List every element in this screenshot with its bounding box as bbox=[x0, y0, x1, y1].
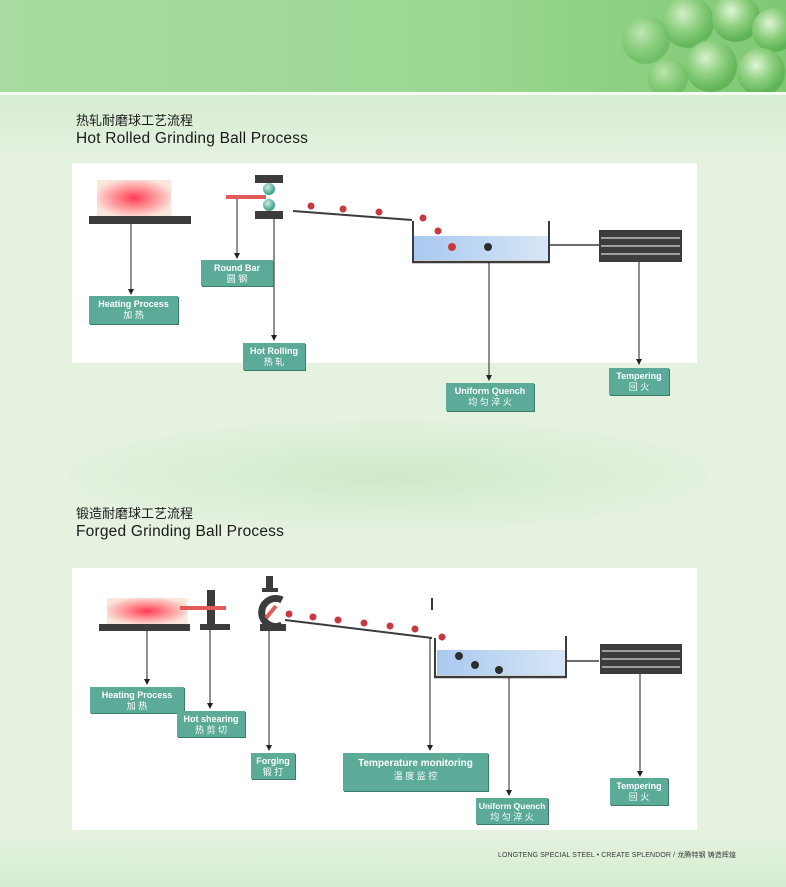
label-hot-rolling: Hot Rolling 热 轧 bbox=[243, 343, 305, 370]
section-title-forged: 锻造耐磨球工艺流程 Forged Grinding Ball Process bbox=[76, 506, 284, 541]
label-zh: 热 轧 bbox=[263, 357, 285, 367]
hot-rolled-diagram-panel bbox=[72, 163, 697, 363]
balls-2 bbox=[285, 610, 446, 641]
section-title-zh: 热轧耐磨球工艺流程 bbox=[76, 113, 194, 128]
heating-furnace-1 bbox=[89, 180, 191, 295]
hot-shear bbox=[180, 590, 230, 709]
label-zh: 回 火 bbox=[628, 792, 650, 802]
section-title-zh: 锻造耐磨球工艺流程 bbox=[76, 506, 194, 521]
section-title-hot-rolled: 热轧耐磨球工艺流程 Hot Rolled Grinding Ball Proce… bbox=[76, 113, 308, 148]
label-zh: 加 热 bbox=[126, 701, 148, 711]
background-fade bbox=[0, 95, 786, 155]
label-zh: 加 热 bbox=[123, 310, 144, 320]
footer-slogan: LONGTENG SPECIAL STEEL • CREATE SPLENDOR… bbox=[498, 852, 737, 859]
banner-divider bbox=[0, 92, 786, 95]
pearl-decoration bbox=[622, 0, 786, 92]
label-forging: Forging 锻 打 bbox=[251, 753, 295, 779]
label-en: Forging bbox=[256, 756, 290, 766]
label-heating-process-1: Heating Process 加 热 bbox=[89, 296, 178, 324]
header-banner bbox=[0, 0, 786, 92]
label-en: Tempering bbox=[616, 371, 662, 381]
label-en: Hot shearing bbox=[183, 714, 239, 724]
background-wash bbox=[70, 420, 710, 530]
label-temperature-monitoring: Temperature monitoring 温 度 监 控 bbox=[343, 753, 488, 791]
label-zh: 热 剪 切 bbox=[194, 725, 227, 735]
label-en: Uniform Quench bbox=[478, 801, 546, 811]
heating-furnace-2 bbox=[99, 598, 190, 685]
chute-1 bbox=[292, 210, 413, 221]
quench-tank-1 bbox=[412, 221, 599, 381]
label-tempering-2: Tempering 回 火 bbox=[610, 778, 668, 805]
section-title-en: Forged Grinding Ball Process bbox=[76, 523, 285, 540]
label-zh: 锻 打 bbox=[262, 767, 284, 777]
label-uniform-quench-1: Uniform Quench 均 匀 淬 火 bbox=[446, 383, 534, 411]
forging-press bbox=[258, 576, 286, 751]
label-tempering-1: Tempering 回 火 bbox=[609, 368, 669, 395]
label-en: Heating Process bbox=[101, 690, 173, 700]
label-en: Uniform Quench bbox=[454, 386, 526, 396]
background-wash-bottom bbox=[0, 835, 786, 887]
rolling-mill bbox=[226, 175, 283, 341]
label-uniform-quench-2: Uniform Quench 均 匀 淬 火 bbox=[476, 798, 548, 824]
label-en: Heating Process bbox=[98, 299, 169, 309]
quench-tank-2 bbox=[434, 636, 599, 796]
tempering-furnace-1 bbox=[599, 230, 682, 365]
section-title-en: Hot Rolled Grinding Ball Process bbox=[76, 130, 309, 147]
label-hot-shearing: Hot shearing 热 剪 切 bbox=[177, 711, 245, 737]
label-en: Hot Rolling bbox=[250, 346, 298, 356]
label-zh: 回 火 bbox=[628, 382, 650, 392]
label-en: Round Bar bbox=[214, 263, 260, 273]
chute-2 bbox=[284, 598, 433, 751]
label-zh: 温 度 监 控 bbox=[393, 771, 438, 781]
label-round-bar: Round Bar 圆 钢 bbox=[201, 260, 273, 286]
label-en: Tempering bbox=[616, 781, 662, 791]
label-zh: 圆 钢 bbox=[226, 274, 248, 284]
label-en: Temperature monitoring bbox=[358, 758, 473, 769]
tempering-furnace-2 bbox=[600, 644, 682, 777]
label-zh: 均 匀 淬 火 bbox=[468, 397, 512, 407]
balls-1 bbox=[307, 202, 442, 235]
label-zh: 均 匀 淬 火 bbox=[490, 812, 534, 822]
label-heating-process-2: Heating Process 加 热 bbox=[90, 687, 184, 713]
